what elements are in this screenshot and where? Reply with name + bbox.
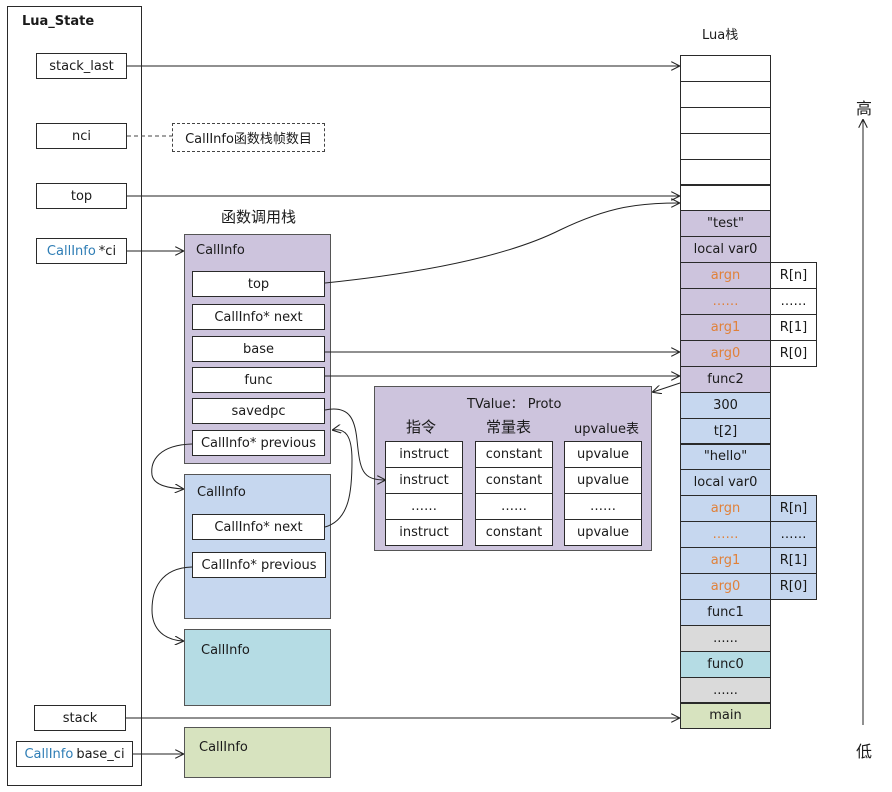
- stack-slot: argn: [680, 495, 771, 523]
- register-label: R[n]: [770, 495, 817, 523]
- stack-slot: main: [680, 702, 771, 730]
- callinfo-frame-base[interactable]: [184, 727, 331, 778]
- arrow-func2-proto: [653, 382, 681, 392]
- stack-slot: [680, 106, 771, 134]
- proto-cell: instruct: [385, 519, 463, 546]
- field-stack-label: stack: [62, 710, 98, 726]
- callinfo-1-field-previous-label: CallInfo* previous: [201, 557, 317, 573]
- proto-cell: constant: [475, 467, 553, 494]
- stack-slot: "hello": [680, 443, 771, 471]
- lua-state-struct: [7, 6, 142, 786]
- callinfo-field-next-label: CallInfo* next: [214, 309, 303, 325]
- stack-slot: local var0: [680, 469, 771, 497]
- proto-cell: constant: [475, 519, 553, 546]
- proto-cell: ……: [564, 493, 642, 520]
- callinfo-field-savedpc-label: savedpc: [231, 403, 286, 419]
- register-label: R[n]: [770, 262, 817, 290]
- stack-slot: [680, 184, 771, 212]
- stack-slot: [680, 55, 771, 82]
- stack-slot: arg0: [680, 573, 771, 600]
- proto-cell: upvalue: [564, 441, 642, 468]
- register-label: R[1]: [770, 547, 817, 574]
- field-stack[interactable]: stack: [34, 705, 126, 731]
- callinfo-1-field-previous[interactable]: CallInfo* previous: [192, 552, 326, 578]
- stack-slot: ......: [680, 676, 771, 704]
- callinfo-1-field-next[interactable]: CallInfo* next: [192, 514, 325, 540]
- lua-stack-title: Lua栈: [702, 28, 739, 43]
- callinfo-field-top[interactable]: top: [192, 271, 325, 297]
- stack-slot: func0: [680, 650, 771, 678]
- field-stack-last[interactable]: stack_last: [36, 53, 127, 79]
- stack-slot: func1: [680, 598, 771, 626]
- callinfo-field-base-label: base: [243, 341, 274, 357]
- callinfo-field-next[interactable]: CallInfo* next: [192, 304, 325, 330]
- proto-cell: upvalue: [564, 519, 642, 546]
- callinfo-field-savedpc[interactable]: savedpc: [192, 398, 325, 424]
- field-base-ci-type: CallInfo: [24, 746, 74, 762]
- stack-slot: 300: [680, 391, 771, 419]
- stack-slot: "test": [680, 210, 771, 238]
- stack-slot: [680, 132, 771, 160]
- callinfo-field-previous[interactable]: CallInfo* previous: [192, 430, 325, 456]
- callinfo-1-field-next-label: CallInfo* next: [214, 519, 303, 535]
- register-label: R[1]: [770, 314, 817, 341]
- stack-slot: arg0: [680, 339, 771, 367]
- proto-cell: instruct: [385, 467, 463, 494]
- register-label: ……: [770, 521, 817, 549]
- stack-slot: ……: [680, 521, 771, 549]
- arrow-callinfo-top: [324, 203, 679, 284]
- callinfo-field-func[interactable]: func: [192, 367, 325, 393]
- field-nci[interactable]: nci: [36, 123, 127, 149]
- callinfo-field-base[interactable]: base: [192, 336, 325, 362]
- field-stack-last-label: stack_last: [49, 58, 114, 74]
- field-top[interactable]: top: [36, 183, 127, 209]
- proto-title: TValue： Proto: [467, 397, 562, 412]
- callinfo-frame-1-label: CallInfo: [197, 485, 246, 500]
- stack-slot: arg1: [680, 314, 771, 341]
- callinfo-frame-2[interactable]: [184, 629, 331, 706]
- field-ci[interactable]: CallInfo*ci: [36, 238, 127, 264]
- proto-cell: upvalue: [564, 467, 642, 494]
- proto-cell: constant: [475, 441, 553, 468]
- callinfo-field-top-label: top: [247, 276, 270, 292]
- nci-note-label: CallInfo函数栈帧数目: [185, 132, 312, 147]
- register-label: ……: [770, 288, 817, 315]
- field-ci-name: *ci: [98, 243, 117, 259]
- register-label: R[0]: [770, 339, 817, 367]
- callinfo-frame-2-label: CallInfo: [201, 643, 250, 658]
- stack-slot: argn: [680, 262, 771, 290]
- proto-cell: ……: [475, 493, 553, 520]
- stack-slot: arg1: [680, 547, 771, 574]
- proto-cell: ……: [385, 493, 463, 520]
- nci-note: CallInfo函数栈帧数目: [172, 123, 325, 152]
- callinfo-field-previous-label: CallInfo* previous: [200, 435, 317, 451]
- callinfo-frame-base-label: CallInfo: [199, 740, 248, 755]
- field-base-ci-name: base_ci: [76, 746, 125, 762]
- stack-slot: ……: [680, 288, 771, 315]
- stack-slot: ......: [680, 624, 771, 652]
- callinfo-stack-title: 函数调用栈: [221, 208, 297, 226]
- high-label: 高: [856, 99, 873, 118]
- stack-slot: local var0: [680, 236, 771, 264]
- proto-col-header-constant: 常量表: [486, 418, 532, 436]
- proto-cell: instruct: [385, 441, 463, 468]
- callinfo-frame-1[interactable]: [184, 474, 331, 619]
- proto-col-header-upvalue: upvalue表: [574, 422, 640, 437]
- field-nci-label: nci: [72, 128, 91, 144]
- callinfo-field-func-label: func: [244, 372, 273, 388]
- field-ci-type: CallInfo: [46, 243, 96, 259]
- stack-slot: [680, 158, 771, 186]
- field-top-label: top: [70, 188, 93, 204]
- callinfo-frame-0-label: CallInfo: [196, 243, 245, 258]
- stack-slot: t[2]: [680, 417, 771, 445]
- register-label: R[0]: [770, 573, 817, 600]
- stack-slot: func2: [680, 365, 771, 393]
- proto-col-header-instruct: 指令: [406, 418, 437, 436]
- lua-state-title: Lua_State: [22, 14, 95, 29]
- stack-slot: [680, 80, 771, 108]
- low-label: 低: [856, 742, 873, 761]
